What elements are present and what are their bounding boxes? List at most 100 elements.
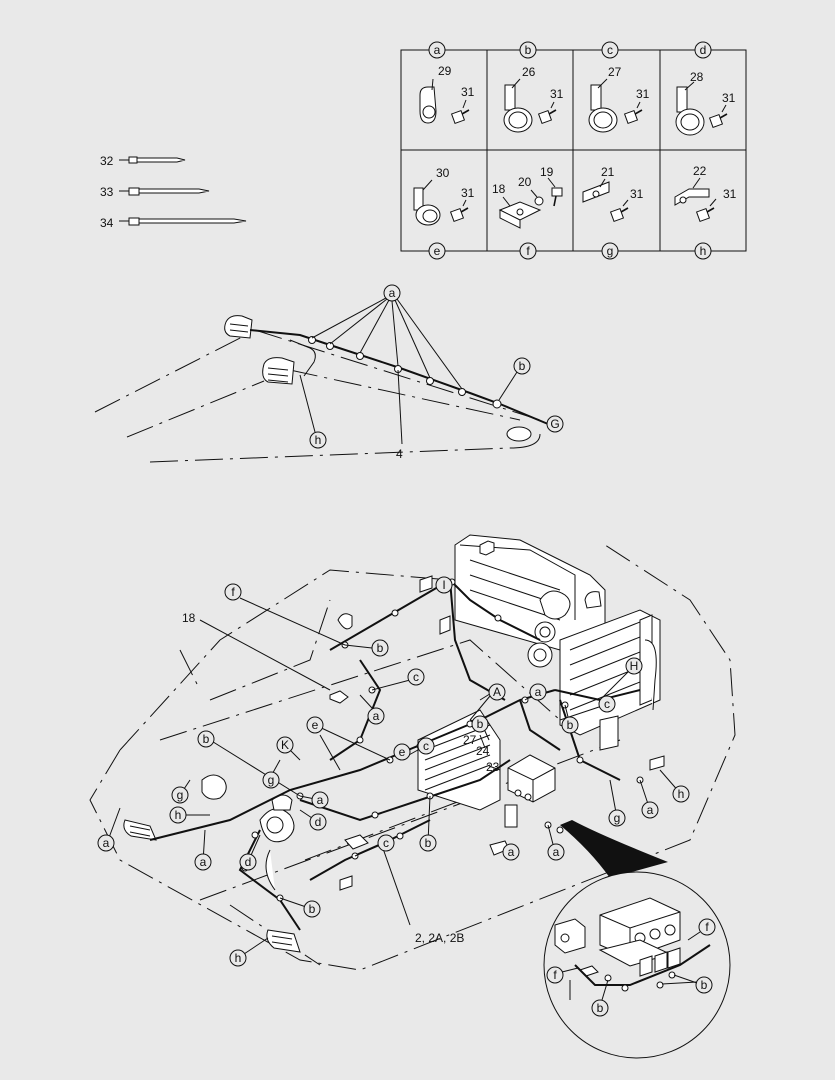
callout-label: g: [614, 811, 621, 825]
callout-label: b: [425, 836, 432, 850]
callout-label: b: [377, 641, 384, 655]
cell-h: 22 31: [674, 164, 737, 223]
svg-text:34: 34: [100, 216, 114, 230]
callout-label: a: [535, 685, 542, 699]
svg-text:b: b: [525, 43, 532, 57]
svg-text:a: a: [389, 286, 396, 300]
callout-h2: h: [229, 949, 247, 967]
callout-label: K: [281, 738, 289, 752]
machine-part-numbers: 18 2, 2A, 2B 27 24 23: [182, 611, 500, 945]
radiator: [559, 609, 661, 736]
svg-text:27: 27: [463, 733, 477, 747]
svg-text:4: 4: [396, 447, 403, 461]
svg-text:28: 28: [690, 70, 704, 84]
callout-d2: d: [239, 853, 257, 871]
detail-callout-f-right: f: [687, 918, 716, 941]
boom-work-light-lower: [262, 357, 295, 385]
cell-a: 29 31: [419, 64, 475, 125]
callout-b5: b: [419, 834, 437, 852]
callout-label: b: [567, 718, 574, 732]
boom-callout-h: h: [299, 374, 327, 449]
callout-A: A: [488, 683, 506, 701]
cell-g: 21 31: [582, 165, 644, 223]
callout-label: b: [477, 717, 484, 731]
detail-callout-b-left: b: [591, 979, 609, 1017]
callout-label: I: [442, 578, 445, 592]
svg-text:22: 22: [693, 164, 707, 178]
boom-callout-a: a: [311, 284, 463, 390]
callout-g3: g: [608, 809, 626, 827]
table-header-c: c: [601, 41, 619, 59]
callout-K: K: [276, 736, 294, 754]
callout-a2: a: [529, 683, 547, 701]
control-module: [507, 754, 556, 803]
svg-text:30: 30: [436, 166, 450, 180]
svg-text:31: 31: [723, 187, 737, 201]
svg-text:31: 31: [630, 187, 644, 201]
table-footer-e: e: [428, 242, 446, 260]
table-header-a: a: [428, 41, 446, 59]
callout-label: h: [235, 951, 242, 965]
callout-I: I: [435, 576, 453, 594]
callout-b4: b: [197, 730, 215, 748]
svg-text:f: f: [705, 920, 709, 934]
svg-text:e: e: [434, 244, 441, 258]
detail-callout-f-left: f: [546, 966, 579, 984]
callout-label: g: [177, 788, 184, 802]
callout-label: a: [553, 845, 560, 859]
callout-label: a: [103, 836, 110, 850]
callout-a3: a: [311, 791, 329, 809]
engine: [454, 534, 606, 668]
callout-a4: a: [97, 834, 115, 852]
svg-text:20: 20: [518, 175, 532, 189]
boom-connector-g: G: [546, 415, 564, 433]
machine-body: [89, 534, 736, 971]
callout-label: c: [383, 836, 389, 850]
svg-text:h: h: [700, 244, 707, 258]
svg-text:26: 26: [522, 65, 536, 79]
detail-module: [554, 897, 711, 1000]
svg-text:33: 33: [100, 185, 114, 199]
cell-b: 26 31: [503, 65, 564, 133]
callout-label: c: [423, 739, 429, 753]
callout-a7: a: [641, 801, 659, 819]
svg-text:31: 31: [550, 87, 564, 101]
table-header-b: b: [519, 41, 537, 59]
boom-harness-clamps: [308, 336, 502, 409]
boom-assembly: a b h G 4: [94, 284, 564, 463]
svg-text:18: 18: [492, 182, 506, 196]
callout-H: H: [625, 657, 643, 675]
clamp-table: a b c d e f g h: [400, 41, 747, 260]
svg-text:23: 23: [486, 760, 500, 774]
svg-text:27: 27: [608, 65, 622, 79]
svg-text:c: c: [607, 43, 613, 57]
callout-label: H: [630, 659, 639, 673]
callout-h3: h: [672, 785, 690, 803]
callout-label: d: [315, 815, 322, 829]
callout-label: a: [373, 709, 380, 723]
table-footer-h: h: [694, 242, 712, 260]
svg-text:31: 31: [722, 91, 736, 105]
callout-h1: h: [169, 806, 187, 824]
table-header-d: d: [694, 41, 712, 59]
callout-label: e: [312, 718, 319, 732]
svg-text:2, 2A, 2B: 2, 2A, 2B: [415, 931, 464, 945]
callout-label: h: [678, 787, 685, 801]
callout-e2: e: [393, 743, 411, 761]
svg-text:31: 31: [636, 87, 650, 101]
cable-tie-32: 32: [100, 154, 186, 168]
callout-label: d: [245, 855, 252, 869]
callout-label: b: [309, 902, 316, 916]
svg-text:21: 21: [601, 165, 615, 179]
detail-callout-b-right: b: [661, 974, 713, 994]
callout-a1: a: [367, 707, 385, 725]
callout-a6: a: [547, 843, 565, 861]
callout-c2: c: [598, 695, 616, 713]
svg-text:b: b: [519, 359, 526, 373]
callout-b1: b: [371, 639, 389, 657]
svg-text:b: b: [701, 978, 708, 992]
callout-label: e: [399, 745, 406, 759]
cable-tie-33: 33: [100, 185, 210, 199]
